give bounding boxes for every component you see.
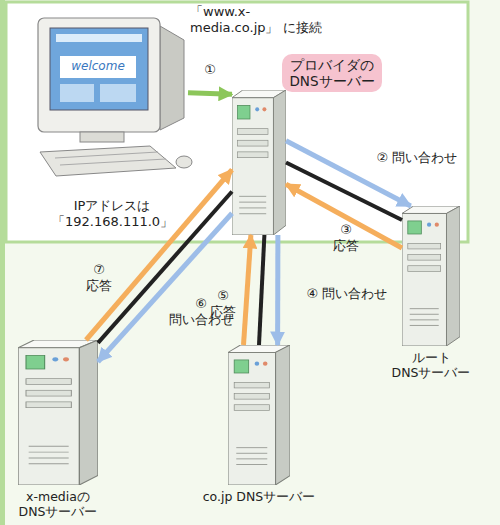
computer-illustration	[38, 18, 192, 176]
screen-bar	[56, 34, 142, 42]
query-arrow	[275, 235, 280, 345]
screen-window	[60, 84, 94, 102]
client-area	[6, 2, 468, 242]
step-label: ⑦ 応答	[82, 262, 116, 293]
server-illustration	[228, 345, 290, 485]
keyboard-keys	[55, 152, 158, 158]
keyboard-keys	[60, 159, 166, 165]
server-name: プロバイダの DNSサーバー	[282, 54, 382, 92]
monitor-stand	[80, 132, 124, 142]
mouse	[176, 156, 192, 168]
edge-band	[0, 0, 5, 525]
cojp-dns-server: co.jp DNSサーバー	[228, 345, 290, 485]
server-name: ルート DNSサーバー	[374, 350, 488, 380]
monitor-back	[160, 26, 184, 130]
xmedia-dns-server: x-mediaの DNSサーバー	[18, 340, 98, 485]
provider-dns-server: プロバイダの DNSサーバー	[232, 90, 286, 235]
step-label: ② 問い合わせ	[362, 150, 472, 166]
query-arrow	[98, 213, 232, 362]
query-arrow	[86, 170, 232, 340]
query-arrow	[286, 184, 402, 248]
query-arrow	[188, 93, 232, 95]
screen-text: welcome	[60, 59, 136, 73]
query-arrow	[286, 141, 411, 206]
server-illustration	[232, 90, 286, 235]
note-label: IPアドレスは 「192.168.111.0」	[52, 198, 172, 229]
monitor-body	[38, 18, 160, 132]
query-arrow	[244, 235, 251, 345]
note-label: 「www.x-media.co.jp」 に接続	[190, 4, 330, 35]
server-illustration	[18, 340, 98, 485]
step-label: ③ 応答	[330, 222, 362, 253]
network-cable	[259, 235, 264, 345]
screen-window	[60, 56, 136, 78]
screen-window	[100, 84, 136, 102]
server-illustration	[402, 206, 460, 346]
keyboard	[40, 146, 176, 176]
step-label: ⑥ 問い合わせ	[165, 296, 237, 327]
network-cable	[286, 163, 402, 221]
root-dns-server: ルート DNSサーバー	[402, 206, 460, 346]
step-label: ①	[198, 62, 222, 78]
network-cable	[98, 192, 232, 343]
monitor-screen	[50, 28, 148, 110]
step-label: ④ 問い合わせ	[292, 286, 402, 302]
computer-node: welcome	[28, 12, 188, 182]
server-name: co.jp DNSサーバー	[200, 489, 318, 504]
server-name: x-mediaの DNSサーバー	[0, 489, 126, 519]
